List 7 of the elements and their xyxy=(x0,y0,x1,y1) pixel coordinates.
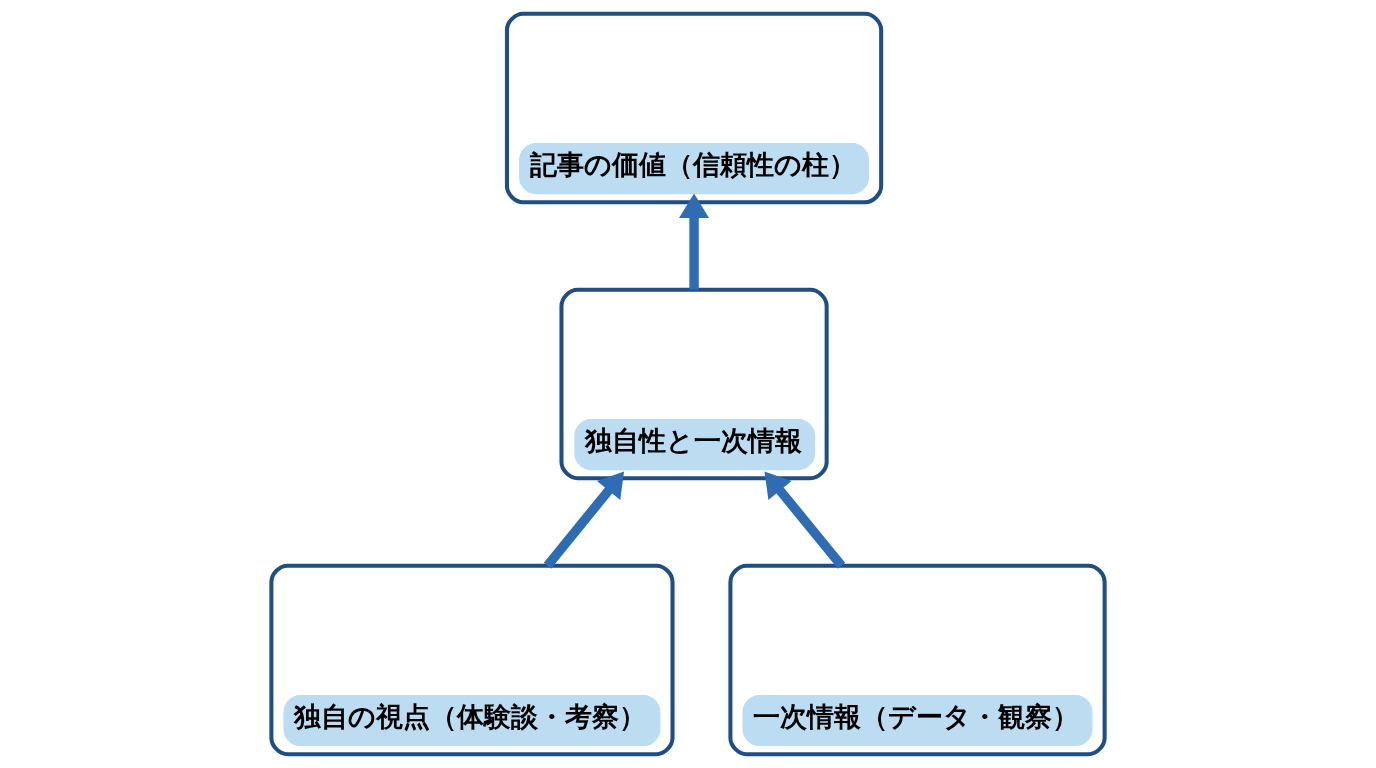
node-box: 記事の価値（信頼性の柱） xyxy=(504,11,884,205)
node-box: 独自の視点（体験談・考察） xyxy=(269,563,675,757)
node-box: 独自性と一次情報 xyxy=(559,287,829,481)
arrow xyxy=(543,471,625,569)
arrow xyxy=(764,471,846,569)
arrow xyxy=(679,193,710,290)
node-box: 一次情報（データ・観察） xyxy=(728,563,1107,757)
